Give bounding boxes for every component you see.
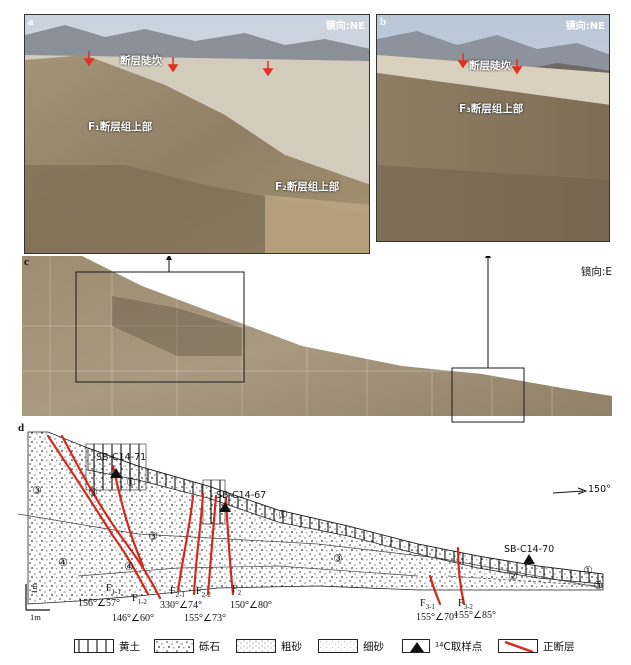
- legend-label: 正断层: [543, 640, 575, 653]
- unit-label: ③: [148, 530, 158, 543]
- legend-label: 粗砂: [281, 640, 302, 653]
- sample-70-marker: [523, 554, 535, 564]
- fault-attitude-f2-1: 330°∠74°: [160, 600, 202, 611]
- photo-panel-c: c 镜向:E: [22, 256, 612, 426]
- fault-attitude-f3-2: 155°∠85°: [454, 610, 496, 621]
- photo-panel-a: a 镜向:NE 断层陡坎 F₁断层组上部 F₂断层组上部: [24, 14, 370, 254]
- legend-item-fine-sand: 细砂: [318, 638, 384, 654]
- panel-b-orientation: 镜向:NE: [565, 21, 605, 32]
- legend-label: 黄土: [119, 640, 140, 653]
- fault-label-f1-2: F1-2: [132, 593, 147, 606]
- unit-label: ③: [88, 486, 98, 499]
- fault-label-f3-2: F3-2: [458, 598, 473, 611]
- unit-label: ④: [58, 556, 68, 569]
- panel-b-scarp-label: 断层陡坎: [469, 60, 511, 72]
- legend-label: ¹⁴C取样点: [435, 640, 483, 653]
- fault-label-f2-2: F2-2: [196, 586, 211, 599]
- unit-label: ①: [278, 508, 288, 521]
- triangle-icon: [402, 639, 430, 653]
- panel-b-upper-label: F₃断层组上部: [459, 103, 524, 115]
- legend-swatch-gravel: [154, 639, 194, 653]
- panel-a-orientation: 镜向:NE: [325, 21, 365, 32]
- unit-label: ②: [508, 570, 518, 583]
- unit-label: ③: [32, 484, 42, 497]
- section-panel-d: d SB-C14-71 SB-C14-67 SB-C14-70 ① ① ① ② …: [18, 422, 618, 626]
- sample-71-label: SB-C14-71: [96, 452, 147, 463]
- legend-item-gravel: 砾石: [154, 638, 220, 654]
- photo-c-mosaic: [22, 256, 612, 423]
- photo-a-scene: [25, 15, 369, 253]
- normal-fault-icon: [498, 639, 538, 653]
- legend-item-coarse-sand: 粗砂: [236, 638, 302, 654]
- panel-d-letter: d: [18, 422, 25, 434]
- fault-attitude-f2: 150°∠80°: [230, 600, 272, 611]
- fault-label-f3-1: F3-1: [420, 598, 435, 611]
- unit-label: ③: [333, 552, 343, 565]
- sample-71-marker: [110, 468, 122, 478]
- sample-67-label: SB-C14-67: [216, 490, 267, 501]
- fault-attitude-f3-1: 155°∠70°: [416, 612, 458, 623]
- photo-b-scene: [377, 15, 609, 241]
- panel-b-letter: b: [380, 16, 387, 28]
- sample-67-marker: [219, 502, 231, 512]
- direction-label: 150°: [588, 484, 611, 495]
- panel-a-upper2-label: F₂断层组上部: [275, 181, 340, 193]
- fault-label-f1-1: F1-1: [106, 583, 121, 596]
- scale-vertical-label: 1m: [29, 583, 39, 594]
- fault-label-f2: F2: [232, 584, 242, 597]
- legend-swatch-fine-sand: [318, 639, 358, 653]
- legend-swatch-coarse-sand: [236, 639, 276, 653]
- legend-label: 砾石: [199, 640, 220, 653]
- panel-a-scarp-label: 断层陡坎: [120, 55, 162, 67]
- legend-item-loess: 黄土: [74, 638, 140, 654]
- legend-item-sample: ¹⁴C取样点: [402, 638, 482, 654]
- unit-label: ④: [124, 560, 134, 573]
- sample-70-label: SB-C14-70: [504, 544, 555, 555]
- panel-c-letter: c: [24, 256, 29, 268]
- fault-label-f2-1: F2-1: [170, 586, 185, 599]
- legend-label: 细砂: [363, 640, 384, 653]
- unit-label: ①: [583, 564, 593, 577]
- unit-label: ①: [126, 476, 136, 489]
- fault-attitude-f2-2: 155°∠73°: [184, 613, 226, 624]
- fault-attitude-f1-2: 146°∠60°: [112, 613, 154, 624]
- legend-swatch-loess: [74, 639, 114, 653]
- section-d-drawing: [18, 431, 604, 611]
- unit-label: ③: [593, 579, 603, 592]
- panel-c-orientation: 镜向:E: [580, 266, 612, 278]
- panel-b-arrows: [457, 53, 523, 75]
- panel-a-arrows: [83, 51, 274, 77]
- scale-horizontal-label: 1m: [30, 612, 41, 622]
- panel-a-letter: a: [28, 16, 34, 28]
- legend-item-normal-fault: 正断层: [498, 638, 575, 654]
- panel-a-upper-label: F₁断层组上部: [88, 121, 153, 133]
- fault-attitude-f1-1: 156°∠57°: [78, 598, 120, 609]
- photo-panel-b: b 镜向:NE 断层陡坎 F₃断层组上部: [376, 14, 610, 242]
